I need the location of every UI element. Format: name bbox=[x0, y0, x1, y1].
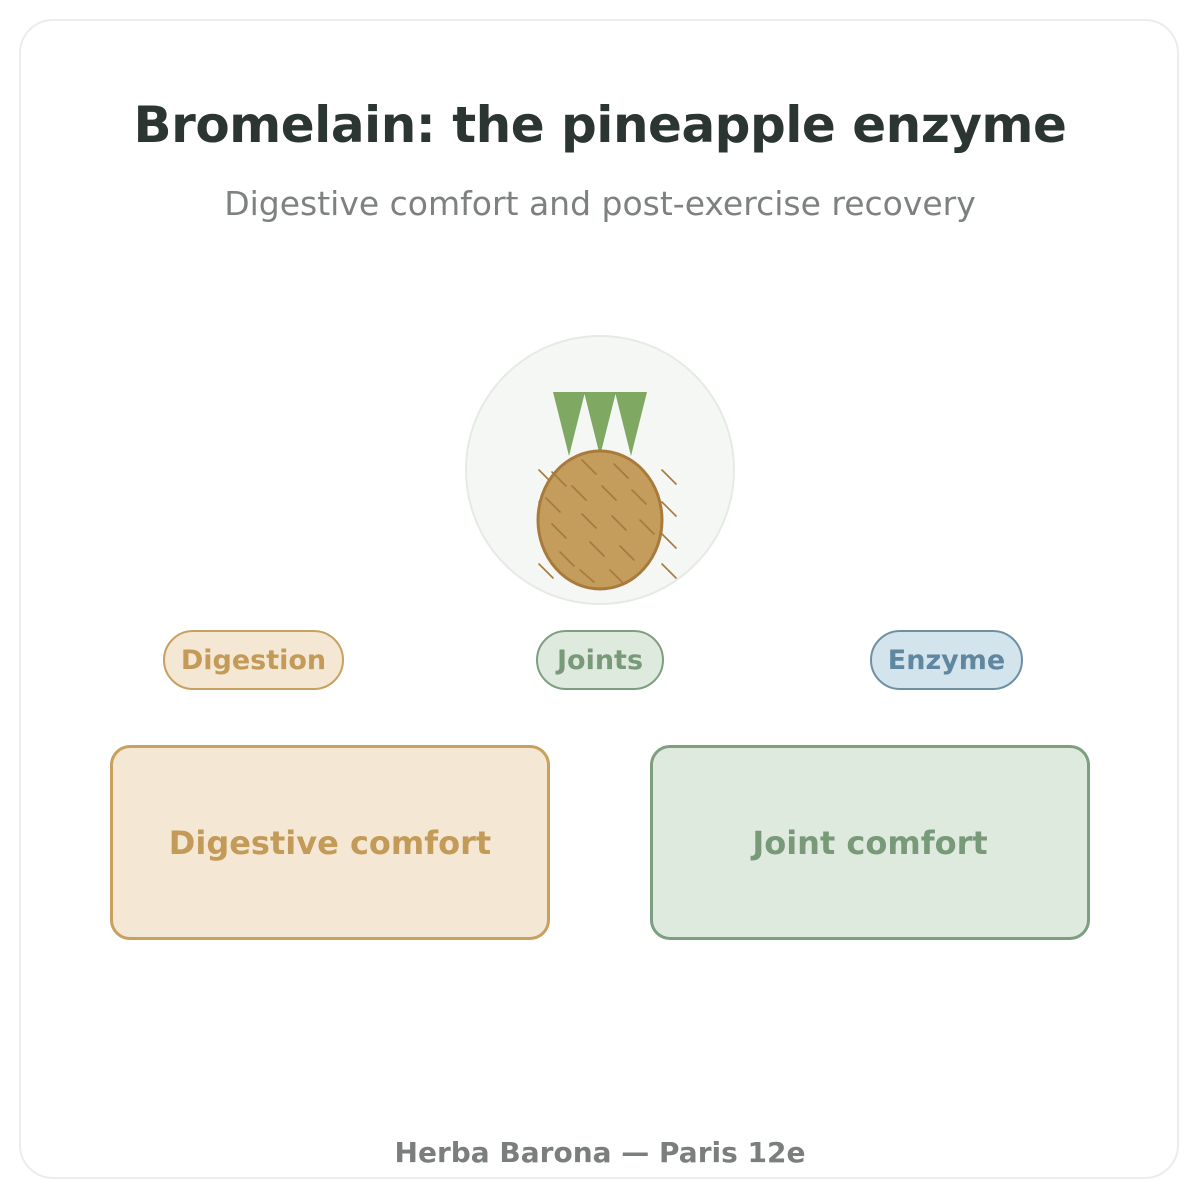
pineapple-body bbox=[536, 449, 664, 591]
pineapple-emblem bbox=[465, 335, 735, 605]
pineapple-leaves bbox=[553, 392, 647, 456]
page-subtitle: Digestive comfort and post-exercise reco… bbox=[224, 184, 976, 223]
pineapple-scales bbox=[545, 459, 655, 583]
page-title: Bromelain: the pineapple enzyme bbox=[133, 96, 1067, 154]
tag-joints: Joints bbox=[536, 630, 664, 690]
tag-digestion: Digestion bbox=[163, 630, 344, 690]
benefit-digestive-comfort: Digestive comfort bbox=[110, 745, 550, 940]
pineapple-icon bbox=[536, 392, 677, 591]
benefit-joint-comfort: Joint comfort bbox=[650, 745, 1090, 940]
footer-credit: Herba Barona — Paris 12e bbox=[394, 1136, 806, 1169]
tag-enzyme: Enzyme bbox=[870, 630, 1023, 690]
